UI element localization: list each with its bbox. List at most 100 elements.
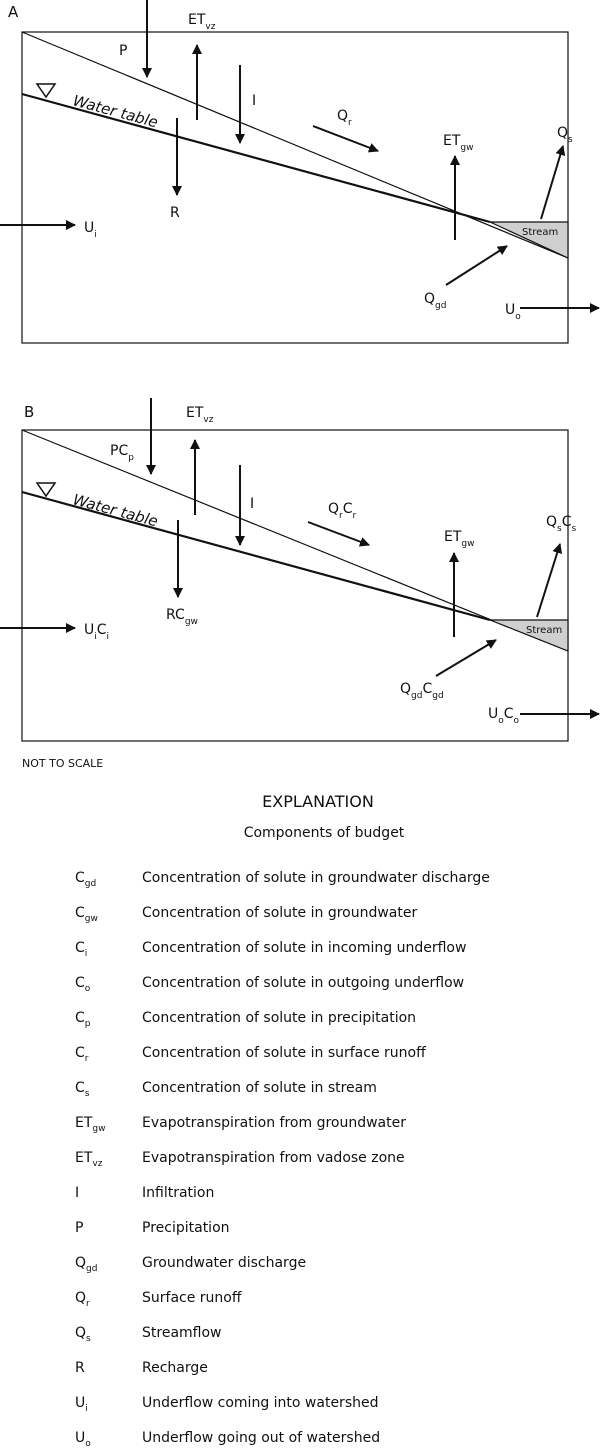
legend-description: Concentration of solute in outgoing unde…	[142, 975, 465, 991]
legend-symbol: R	[75, 1358, 85, 1380]
legend-symbol: Qr	[75, 1288, 90, 1310]
legend-symbol-main: C	[75, 940, 85, 956]
legend-symbol-main: C	[75, 975, 85, 991]
legend-symbol-subscript: vz	[92, 1159, 103, 1169]
runoff-arrow	[307, 521, 370, 547]
panel-a: A Stream Water table P ETvz I Qr ETgw Qs…	[0, 0, 600, 344]
label-qrcr: QrCr	[328, 501, 357, 521]
legend-symbol: Cgd	[75, 868, 96, 890]
legend-row: P Precipitation	[0, 1218, 600, 1238]
legend-row: Ui Underflow coming into watershed	[0, 1393, 600, 1415]
legend-symbol-subscript: p	[84, 1019, 91, 1029]
label-et-vz: ETvz	[188, 12, 216, 32]
panel-b: B Stream Water table PCp ETvz I QrCr ETg…	[0, 398, 600, 742]
legend-symbol-main: C	[75, 870, 85, 886]
legend-description: Concentration of solute in precipitation	[142, 1010, 417, 1026]
water-table-line	[21, 92, 491, 224]
legend-description: Surface runoff	[142, 1290, 242, 1306]
legend-symbol-main: Q	[75, 1290, 87, 1306]
legend-symbol-subscript: r	[86, 1299, 90, 1309]
legend-symbol-subscript: gd	[84, 879, 97, 889]
legend-description: Concentration of solute in groundwater d…	[142, 870, 490, 886]
explanation-subtitle: Components of budget	[243, 825, 405, 841]
legend-symbol: P	[75, 1218, 83, 1240]
legend-symbol: ETvz	[75, 1148, 102, 1170]
label-et-gw: ETgw	[443, 133, 473, 153]
legend-symbol: Ui	[75, 1393, 88, 1415]
panel-a-letter: A	[8, 3, 19, 21]
legend-symbol: Ci	[75, 938, 87, 960]
legend-symbol-main: U	[75, 1430, 86, 1446]
stream-label: Stream	[522, 227, 558, 238]
legend-row: R Recharge	[0, 1358, 600, 1378]
label-i: I	[250, 496, 254, 512]
label-p: P	[119, 43, 127, 59]
label-uo: Uo	[505, 302, 521, 322]
legend-description: Underflow going out of watershed	[142, 1430, 381, 1446]
watershed-box	[21, 429, 569, 742]
stream-channel	[489, 619, 569, 652]
legend-symbol: Cp	[75, 1008, 91, 1030]
legend-row: I Infiltration	[0, 1183, 600, 1203]
legend-symbol-main: U	[75, 1395, 86, 1411]
legend-description: Infiltration	[142, 1185, 215, 1201]
legend-symbol-subscript: gd	[86, 1264, 98, 1274]
legend-symbol: Qgd	[75, 1253, 97, 1275]
legend-row: Uo Underflow going out of watershed	[0, 1428, 600, 1450]
legend-symbol-subscript: gw	[84, 914, 98, 924]
legend-row: ETvz Evapotranspiration from vadose zone	[0, 1148, 600, 1170]
stream-label: Stream	[526, 625, 562, 636]
runoff-arrow	[312, 125, 379, 153]
legend-symbol-main: Q	[75, 1255, 87, 1271]
legend-symbol-main: C	[75, 1010, 85, 1026]
legend-symbol: Co	[75, 973, 90, 995]
legend-symbol-main: ET	[75, 1150, 93, 1166]
legend-symbol-main: P	[75, 1220, 84, 1236]
watershed-box	[21, 31, 569, 344]
legend-symbol: Cs	[75, 1078, 89, 1100]
panel-b-letter: B	[24, 403, 34, 421]
label-qscs: QsCs	[546, 514, 577, 534]
streamflow-arrow	[536, 543, 563, 618]
legend-row: Cgd Concentration of solute in groundwate…	[0, 868, 600, 890]
label-qs: Qs	[557, 125, 573, 145]
legend-description: Streamflow	[142, 1325, 222, 1341]
budget-diagram: A Stream Water table P ETvz I Qr ETgw Qs…	[0, 0, 600, 770]
water-table-triangle-icon	[35, 482, 57, 498]
legend-symbol-main: I	[75, 1185, 80, 1201]
water-table-line	[21, 490, 491, 622]
legend-symbol-subscript: s	[84, 1089, 90, 1099]
label-uici: UiCi	[84, 622, 109, 642]
legend-description: Concentration of solute in stream	[142, 1080, 377, 1096]
legend-symbol-main: Q	[75, 1325, 87, 1341]
legend-description: Concentration of solute in groundwater	[142, 905, 418, 921]
label-qr: Qr	[337, 108, 352, 128]
legend-symbol: Cr	[75, 1043, 88, 1065]
legend-symbol-subscript: o	[85, 1439, 91, 1449]
water-table-label: Water table	[71, 91, 160, 131]
label-et-vz: ETvz	[186, 405, 214, 425]
legend-description: Recharge	[142, 1360, 208, 1376]
legend-symbol-subscript: i	[84, 949, 88, 959]
legend-description: Underflow coming into watershed	[142, 1395, 379, 1411]
legend-description: Groundwater discharge	[142, 1255, 307, 1271]
label-uoco: UoCo	[488, 706, 520, 726]
legend-symbol-main: ET	[75, 1115, 93, 1131]
legend-symbol-main: C	[75, 1080, 85, 1096]
not-to-scale-note: NOT TO SCALE	[22, 757, 103, 770]
legend-row: Cs Concentration of solute in stream	[0, 1078, 600, 1100]
legend-symbol: I	[75, 1183, 79, 1205]
streamflow-arrow	[540, 145, 566, 220]
legend-symbol: Uo	[75, 1428, 91, 1450]
label-qgdcgd: QgdCgd	[400, 681, 444, 701]
label-rcgw: RCgw	[166, 607, 198, 627]
legend-description: Precipitation	[142, 1220, 230, 1236]
legend-description: Evapotranspiration from vadose zone	[142, 1150, 405, 1166]
legend-symbol-main: C	[75, 1045, 85, 1061]
label-qgd: Qgd	[424, 291, 446, 311]
label-i: I	[252, 93, 256, 109]
